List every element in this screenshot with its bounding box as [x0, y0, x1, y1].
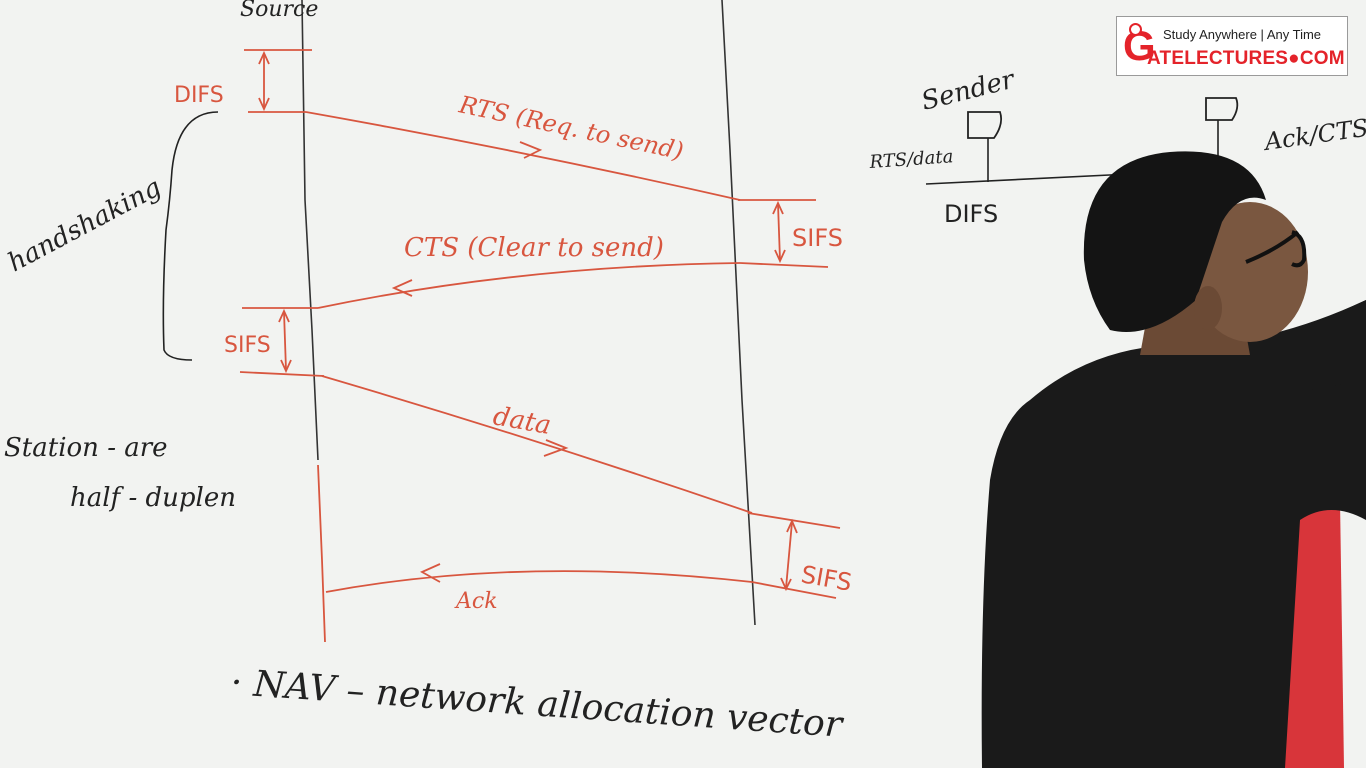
cts-label: CTS (Clear to send) [404, 233, 664, 263]
sifs-top-line-2 [739, 262, 829, 268]
station-line-2: half - duplen [70, 483, 236, 513]
sifs-left-label: SIFS [224, 333, 271, 358]
gatelectures-logo: G Study Anywhere | Any Time ATELECTURES●… [1116, 16, 1348, 76]
logo-brand: ATELECTURES●COM [1147, 48, 1345, 69]
data-arrow [321, 375, 753, 514]
destination-timeline [721, 0, 756, 626]
sifs-top-label: SIFS [792, 224, 843, 252]
logo-person-icon [1129, 23, 1142, 36]
data-label: data [491, 401, 553, 441]
instructor-ear [1194, 286, 1222, 330]
sifs-bottom-label: SIFS [799, 560, 854, 596]
sifs-bottom-line-2 [751, 581, 837, 599]
cts-arrow-head [391, 279, 413, 297]
ack-cts-label: Ack/CTS [1261, 114, 1366, 157]
rts-label: RTS (Req. to send) [456, 90, 686, 165]
difs-right-label: DIFS [944, 200, 998, 228]
sifs-bottom-arrow [785, 521, 793, 589]
ack-arrow [325, 570, 753, 593]
receiver-box [1205, 97, 1239, 121]
data-arrow-head [543, 439, 569, 457]
sifs-top-arrow [777, 203, 781, 261]
logo-tagline: Study Anywhere | Any Time [1163, 27, 1322, 42]
rts-arrow [305, 111, 741, 201]
difs-left-label: DIFS [174, 83, 224, 108]
ack-label: Ack [454, 589, 498, 614]
rts-data-label: RTS/data [868, 146, 954, 173]
sifs-bottom-arrow-heads [780, 518, 798, 592]
instructor-arm [1300, 300, 1366, 390]
ack-arrow-head [419, 563, 441, 583]
instructor-shirt [981, 300, 1366, 768]
nav-note: · NAV – network allocation vector [229, 662, 845, 746]
rts-arrow-head [519, 141, 543, 159]
instructor-hair [1083, 151, 1266, 332]
sender-label: Sender [918, 64, 1018, 116]
sifs-top-arrow-heads [772, 200, 786, 264]
sifs-left-arrow-heads [278, 308, 292, 374]
handshaking-brace [162, 111, 219, 361]
source-label: Source [240, 0, 318, 22]
sifs-left-line-2 [239, 371, 325, 377]
station-line-1: Station - are [4, 433, 168, 463]
handshaking-text: handshaking [3, 172, 166, 278]
instructor-glasses [1245, 230, 1307, 268]
source-timeline-extension [317, 464, 326, 643]
sender-box [967, 111, 1003, 139]
medium-line [925, 173, 1131, 185]
source-timeline [301, 0, 319, 461]
instructor [981, 151, 1366, 768]
sifs-left-arrow [283, 311, 287, 371]
difs-arrow-heads [258, 50, 270, 112]
sifs-bottom-line-1 [747, 512, 841, 529]
cts-arrow [317, 262, 741, 309]
